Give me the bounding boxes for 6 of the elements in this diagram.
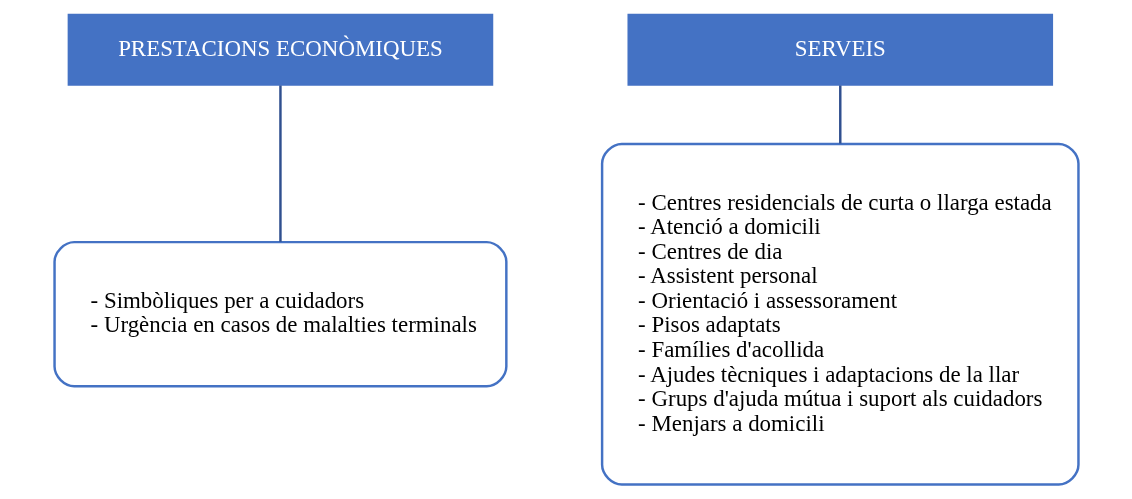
node-box: - Simbòliques per a cuidadors - Urgència en casos de malalties terminals [52, 240, 508, 388]
node-box: - Centres residencials de curta o llarga estada - Atenció a domicili - Centres de dia - Assistent personal - Orientació i assessorament - Pisos adaptats - Famílies d'acollida - Ajudes tècniques i adaptacions de la llar - Grups d'ajuda mútua i suport als cuidadors - Menjars a domicili [600, 142, 1080, 486]
node-box: SERVEIS [626, 13, 1053, 86]
connector [838, 85, 841, 144]
connector [278, 85, 282, 242]
node-box: PRESTACIONS ECONÒMIQUES [67, 13, 493, 86]
